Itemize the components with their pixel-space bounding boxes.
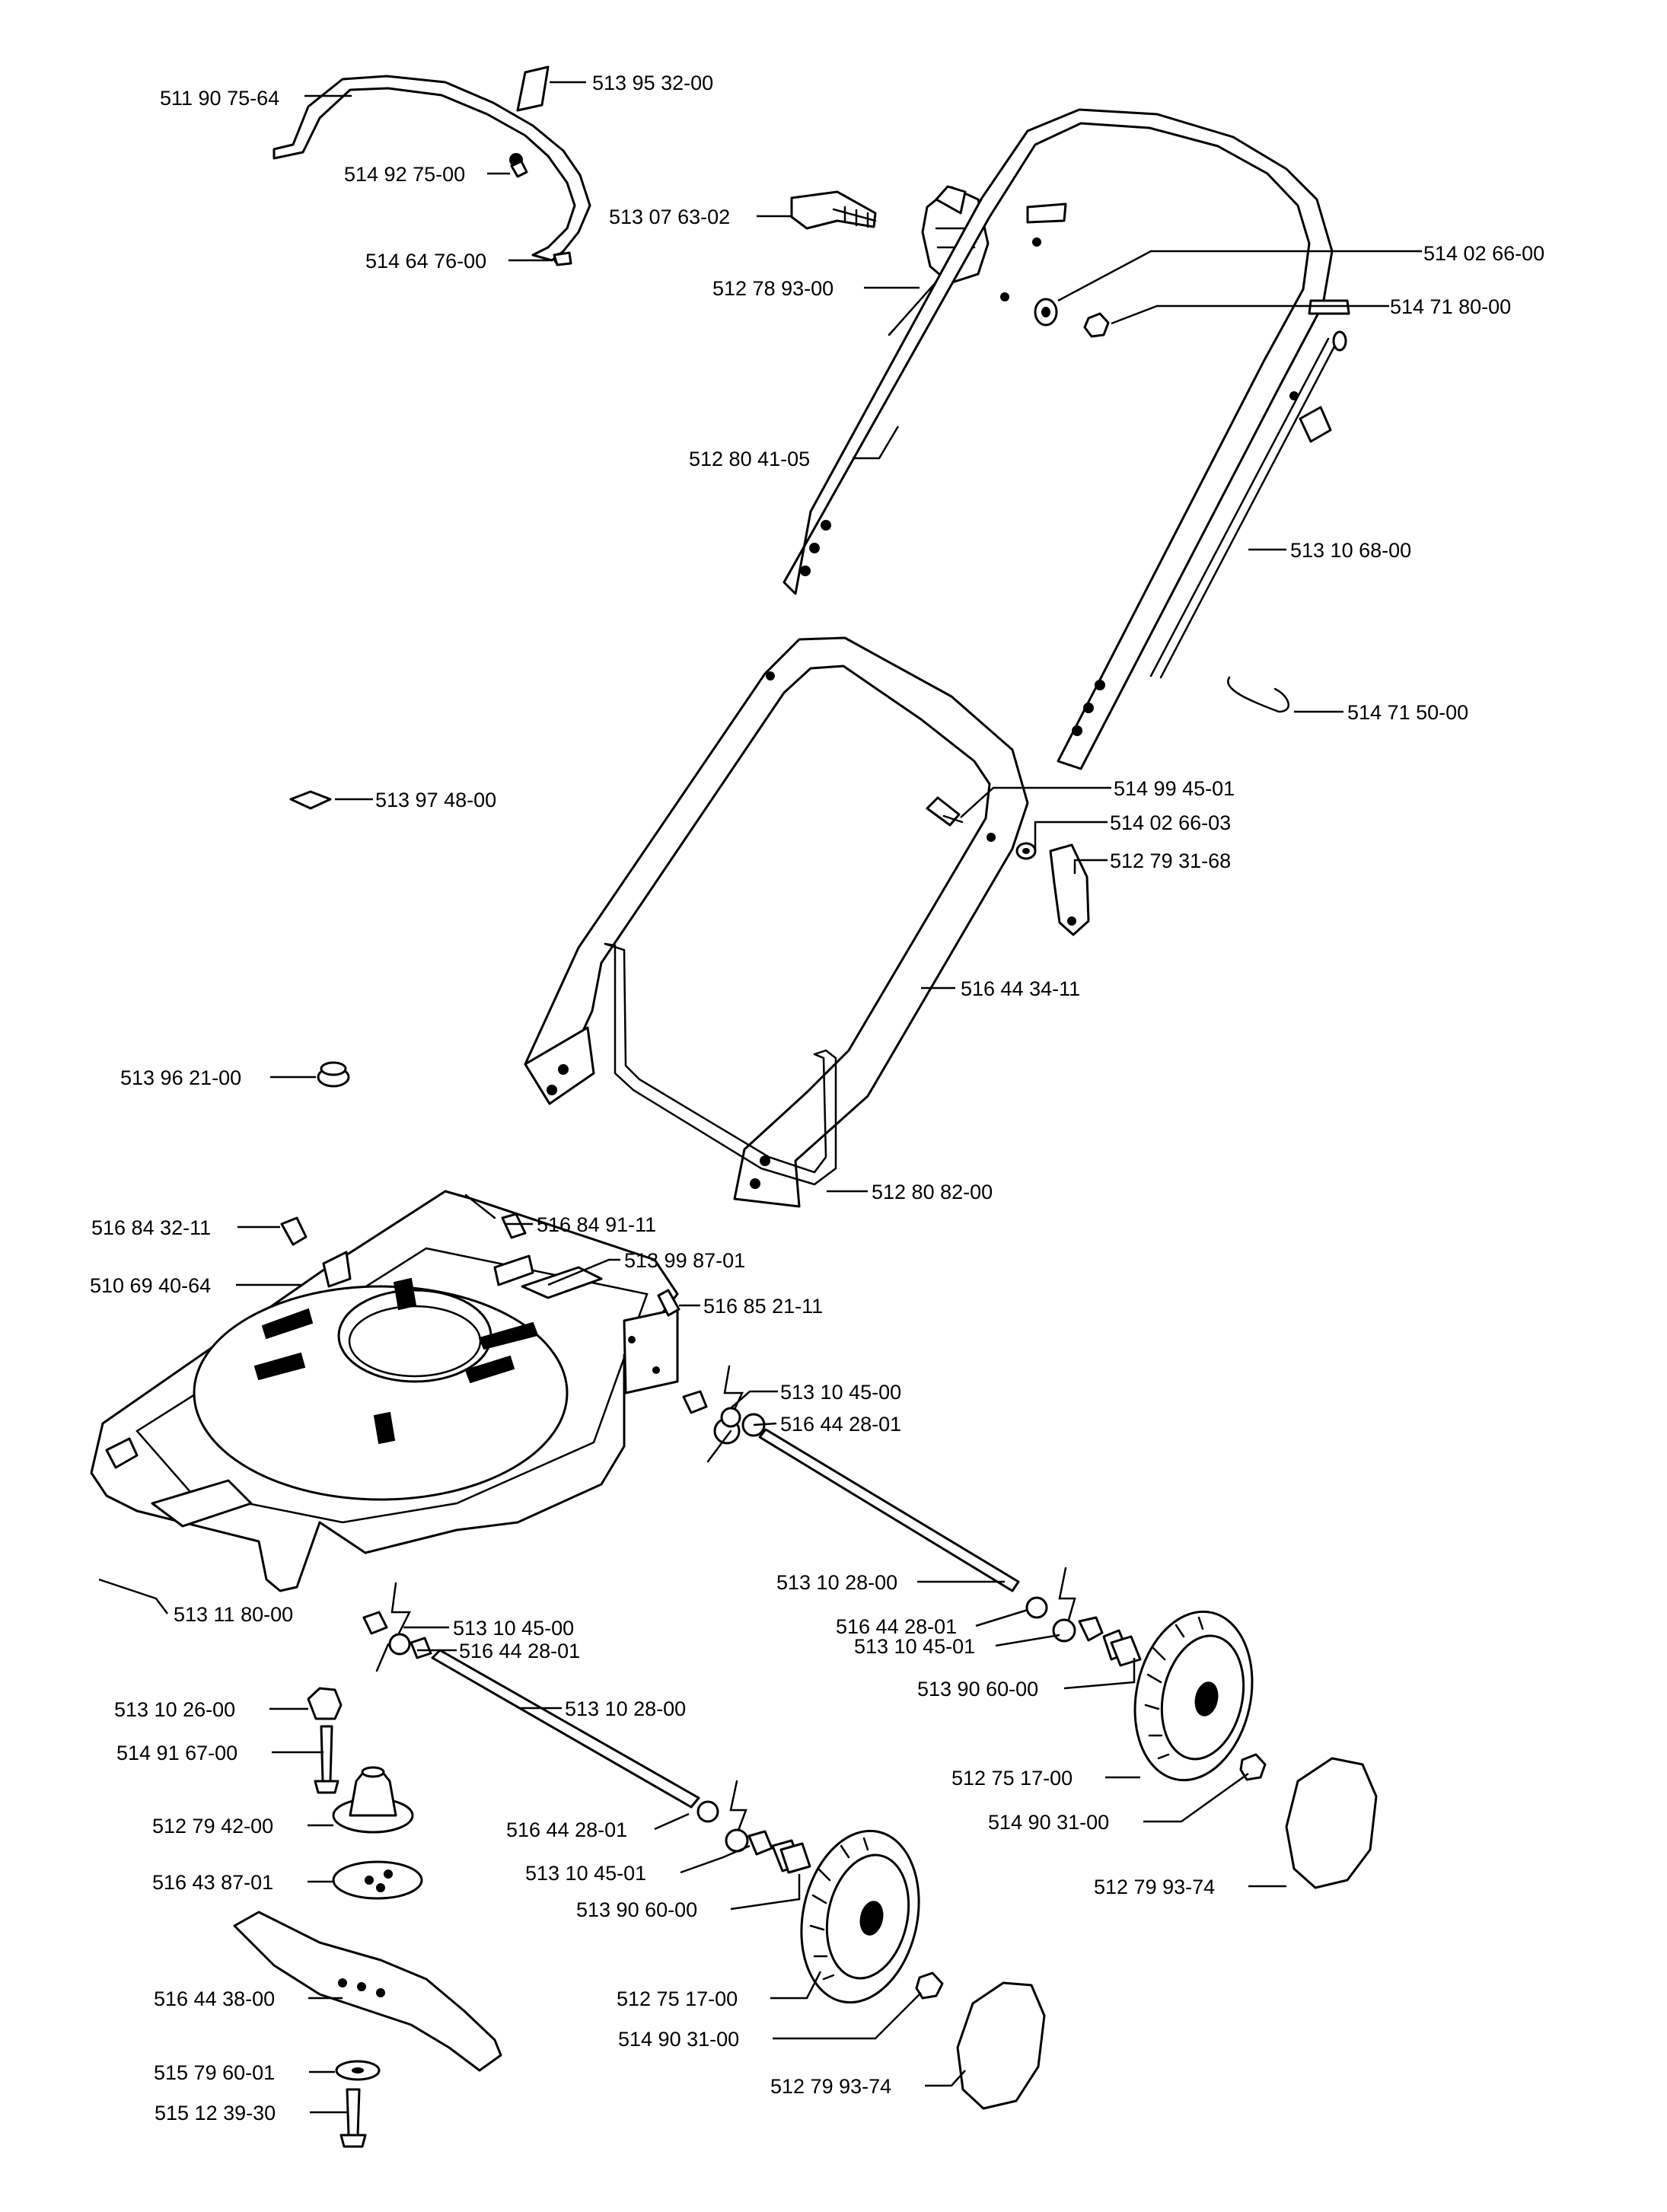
label-516-43-87-01: 516 43 87-01 — [152, 1871, 273, 1894]
label-513-10-28-00-rear-axle: 513 10 28-00 — [776, 1571, 897, 1594]
label-514-02-66-03: 514 02 66-03 — [1110, 811, 1231, 834]
label-511-90-75-64: 511 90 75-64 — [160, 87, 279, 110]
grass-bag-frame-drawing — [604, 942, 837, 1186]
blade-adapter-drawing — [332, 1766, 414, 1834]
blade-washer-drawing — [335, 2060, 381, 2081]
label-513-10-26-00: 513 10 26-00 — [114, 1698, 235, 1721]
blade-holder-drawing — [332, 1860, 423, 1900]
label-516-44-28-01-front-right: 516 44 28-01 — [506, 1818, 627, 1841]
label-512-79-93-74-front: 512 79 93-74 — [770, 2075, 891, 2098]
bolt-deck-top-drawing — [501, 1213, 527, 1239]
cable-clip-drawing — [1227, 676, 1289, 713]
label-515-12-39-30: 515 12 39-30 — [155, 2102, 276, 2124]
label-512-79-31-68: 512 79 31-68 — [1110, 849, 1231, 872]
adapter-bolt-drawing — [314, 1725, 339, 1794]
label-514-64-76-00: 514 64 76-00 — [365, 250, 486, 273]
rear-axle-right-hardware-drawing — [1025, 1567, 1142, 1667]
cable-grip-drawing — [790, 190, 877, 230]
label-516-44-38-00: 516 44 38-00 — [154, 1987, 275, 2010]
bolt-deck-right-drawing — [657, 1289, 681, 1317]
label-516-85-21-11: 516 85 21-11 — [703, 1295, 823, 1318]
label-513-10-45-00-front-left: 513 10 45-00 — [453, 1617, 574, 1640]
label-514-71-50-00: 514 71 50-00 — [1347, 701, 1468, 724]
part-number-labels: 511 90 75-64 513 95 32-00 514 92 75-00 5… — [90, 72, 1544, 2124]
label-513-10-68-00: 513 10 68-00 — [1290, 539, 1411, 562]
label-516-44-28-01-rear-left: 516 44 28-01 — [780, 1413, 901, 1436]
front-wheel-nut-drawing — [915, 1971, 944, 2000]
rear-axle-drawing — [758, 1428, 1020, 1592]
label-513-11-80-00: 513 11 80-00 — [174, 1603, 293, 1626]
label-513-90-60-00-front: 513 90 60-00 — [576, 1898, 697, 1921]
label-514-99-45-01: 514 99 45-01 — [1114, 777, 1235, 800]
blade-bolt-drawing — [339, 2088, 367, 2148]
front-axle-drawing — [431, 1649, 700, 1809]
front-axle-left-hardware-drawing — [362, 1582, 432, 1672]
front-wheel-drawing — [800, 1829, 920, 2004]
label-512-80-82-00: 512 80 82-00 — [872, 1181, 993, 1203]
nut-handle-drawing — [1083, 312, 1110, 338]
label-514-02-66-00: 514 02 66-00 — [1423, 242, 1544, 265]
label-516-44-28-01-front-left: 516 44 28-01 — [459, 1640, 580, 1662]
label-513-96-21-00: 513 96 21-00 — [120, 1066, 241, 1089]
label-514-90-31-00-rear: 514 90 31-00 — [988, 1811, 1109, 1834]
lower-handle-drawing — [524, 636, 1029, 1208]
label-512-79-42-00: 512 79 42-00 — [152, 1815, 273, 1837]
label-510-69-40-64: 510 69 40-64 — [90, 1274, 211, 1297]
rear-wheel-drawing — [1133, 1610, 1254, 1782]
decal-small-drawing — [516, 65, 550, 112]
label-516-84-91-11: 516 84 91-11 — [537, 1213, 656, 1236]
label-513-10-45-01-front-right: 513 10 45-01 — [525, 1862, 646, 1885]
handle-knob-drawing — [1049, 843, 1090, 936]
label-516-44-34-11: 516 44 34-11 — [961, 977, 1080, 1000]
upper-handle-drawing — [783, 108, 1350, 770]
label-515-79-60-01: 515 79 60-01 — [154, 2061, 275, 2084]
label-512-75-17-00-rear: 512 75 17-00 — [951, 1767, 1073, 1790]
label-513-97-48-00: 513 97 48-00 — [375, 789, 496, 811]
label-513-95-32-00: 513 95 32-00 — [592, 72, 713, 94]
blade-adapter-cap-drawing — [307, 1687, 343, 1720]
label-513-07-63-02: 513 07 63-02 — [609, 206, 730, 228]
label-512-80-41-05: 512 80 41-05 — [689, 448, 810, 470]
label-514-90-31-00-front: 514 90 31-00 — [618, 2028, 739, 2051]
label-513-90-60-00-rear: 513 90 60-00 — [917, 1678, 1038, 1700]
mower-deck-drawing — [90, 1190, 679, 1592]
label-513-10-45-01-rear-right: 513 10 45-01 — [854, 1635, 975, 1658]
clip-small-drawing — [553, 251, 572, 266]
washer-handle-drawing — [1034, 298, 1058, 327]
rear-hubcap-drawing — [1285, 1757, 1378, 1889]
screw-small-drawing — [510, 160, 528, 178]
label-516-44-28-01-rear-right: 516 44 28-01 — [836, 1615, 957, 1638]
height-adjust-knob-drawing — [317, 1061, 350, 1088]
label-513-10-28-00-front-axle: 513 10 28-00 — [565, 1697, 686, 1720]
label-514-71-80-00: 514 71 80-00 — [1390, 295, 1511, 318]
label-512-75-17-00-front: 512 75 17-00 — [617, 1987, 738, 2010]
decal-diamond-drawing — [289, 790, 332, 810]
label-512-79-93-74-rear: 512 79 93-74 — [1094, 1876, 1215, 1898]
label-514-91-67-00: 514 91 67-00 — [116, 1742, 237, 1764]
control-cable-drawing — [1149, 330, 1347, 679]
front-hubcap-drawing — [956, 1981, 1046, 2110]
label-512-78-93-00: 512 78 93-00 — [712, 277, 834, 300]
label-513-99-87-01: 513 99 87-01 — [624, 1249, 745, 1272]
leader-lines — [98, 81, 1422, 2114]
label-513-10-45-00-rear-left: 513 10 45-00 — [780, 1381, 901, 1404]
label-514-92-75-00: 514 92 75-00 — [344, 163, 465, 186]
rear-wheel-nut-drawing — [1239, 1753, 1267, 1781]
throttle-control-drawing — [888, 185, 990, 336]
washer-small-drawing — [1015, 842, 1037, 860]
label-516-84-32-11: 516 84 32-11 — [91, 1216, 211, 1239]
handle-bolt-drawing — [926, 796, 964, 827]
front-axle-right-hardware-drawing — [696, 1780, 811, 1874]
cutting-blade-drawing — [233, 1911, 502, 2072]
rear-axle-spring-drawing — [682, 1365, 766, 1463]
bolt-deck-left-drawing — [280, 1216, 308, 1246]
